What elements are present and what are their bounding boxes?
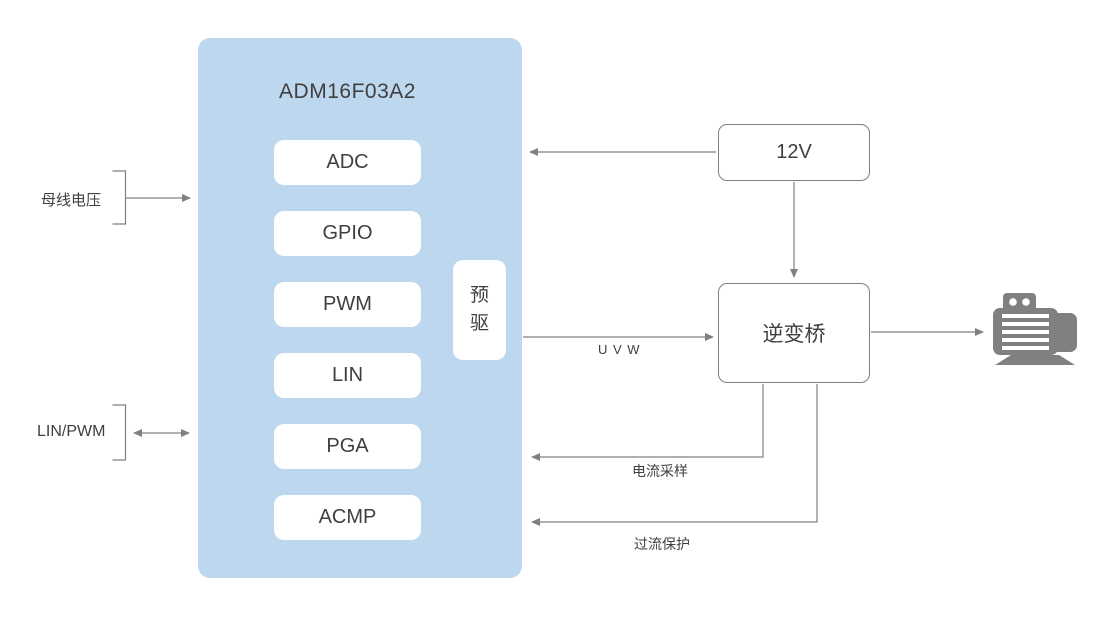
- chip-module-pwm: PWM: [274, 282, 421, 327]
- inverter-bridge-block: 逆变桥: [718, 283, 870, 383]
- chip-title: ADM16F03A2: [279, 80, 416, 103]
- chip-module-adc: ADC: [274, 140, 421, 185]
- chip-module-pga: PGA: [274, 424, 421, 469]
- supply-12v-block: 12V: [718, 124, 870, 181]
- bus-voltage-bracket: [112, 170, 127, 225]
- motor-icon-shape: [993, 293, 1077, 365]
- current-sampling-label: 电流采样: [632, 463, 688, 479]
- motor-icon: [993, 293, 1077, 365]
- uvw-label: U V W: [598, 342, 641, 357]
- predriver-block: 预驱: [453, 260, 506, 360]
- chip-module-acmp: ACMP: [274, 495, 421, 540]
- lin-pwm-label: LIN/PWM: [37, 423, 106, 440]
- current-sampling-arrow: [531, 384, 764, 461]
- overcurrent-protection-arrow: [531, 384, 818, 526]
- bus-voltage-label: 母线电压: [41, 192, 102, 209]
- lin-pwm-bracket: [112, 404, 127, 461]
- chip-block: ADM16F03A2 ADC GPIO PWM LIN PGA ACMP 预驱: [198, 38, 522, 578]
- chip-module-gpio: GPIO: [274, 211, 421, 256]
- chip-module-lin: LIN: [274, 353, 421, 398]
- overcurrent-protection-label: 过流保护: [634, 536, 690, 552]
